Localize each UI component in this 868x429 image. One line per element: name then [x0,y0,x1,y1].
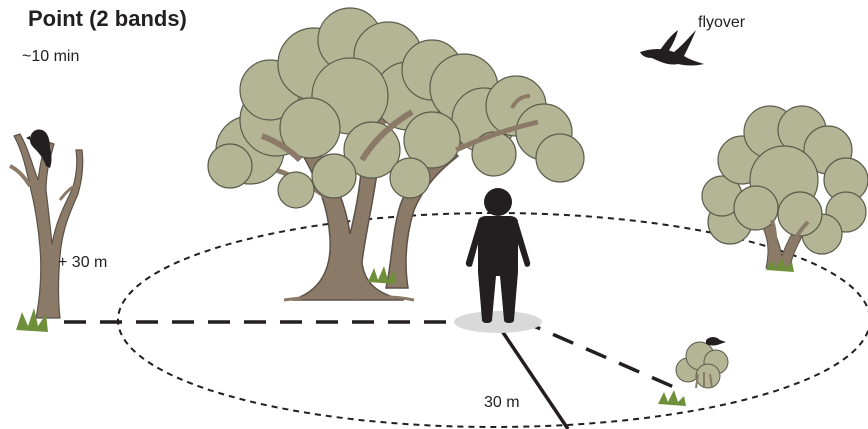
shrub-icon [658,342,728,406]
page-title: Point (2 bands) [28,6,187,32]
small-bird-icon [706,337,726,346]
observer-person-icon [454,188,542,333]
flying-bird-icon [640,30,704,66]
diagonal-band-line [520,320,676,388]
outer-band-label: + 30 m [58,254,107,272]
flyover-label: flyover [698,14,745,32]
round-tree-icon [702,106,868,272]
inner-radius-label: 30 m [484,394,520,412]
duration-label: ~10 min [22,48,79,66]
